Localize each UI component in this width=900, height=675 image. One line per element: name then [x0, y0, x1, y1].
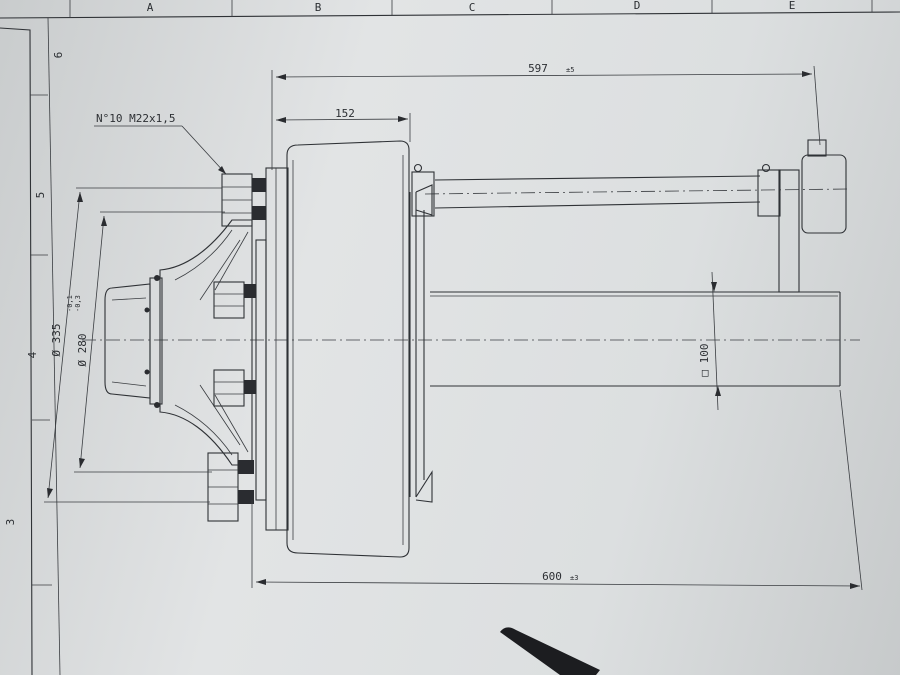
dimension-dia-280-tol-upper: -0,1 [66, 295, 74, 312]
bolt-callout-text: N°10 M22x1,5 [96, 112, 175, 125]
dimension-600-value: 600 [542, 570, 562, 583]
dimension-600-tolerance: ±3 [570, 574, 578, 582]
dimension-597-value: 597 [528, 62, 548, 75]
dimension-597 [271, 65, 821, 170]
hub-cap [104, 277, 163, 405]
dimension-dia-280-tol-lower: -0,3 [74, 295, 82, 312]
row-label-5: 5 [34, 192, 47, 199]
dimension-152-value: 152 [335, 107, 355, 120]
column-label-d: D [634, 0, 641, 12]
hub-flange [255, 167, 289, 531]
wheel-nut-group [144, 173, 266, 522]
column-label-a: A [147, 1, 154, 14]
axle-beam [430, 291, 841, 387]
dimension-152 [275, 113, 411, 142]
row-label-6: 6 [52, 52, 65, 59]
bolt-callout-leader [94, 125, 227, 175]
dimension-597-tolerance: ±5 [566, 66, 574, 74]
dimension-dia-335 [44, 187, 222, 503]
column-label-c: C [469, 1, 476, 14]
dimension-dia-280-value: Ø 280 [76, 333, 89, 366]
pen-tip [500, 627, 600, 675]
row-label-3: 3 [4, 519, 17, 526]
dimension-dia-335-value: Ø 335 [50, 323, 63, 356]
column-label-e: E [789, 0, 796, 12]
dimension-dia-280 [74, 211, 225, 473]
brake-drum [286, 140, 433, 558]
row-label-4: 4 [26, 351, 39, 358]
tie-rod [411, 139, 851, 293]
dimension-600 [251, 389, 863, 591]
column-label-b: B [315, 1, 322, 14]
hub-casting [159, 219, 253, 466]
dimension-square-100 [711, 271, 721, 411]
dimension-square-100-value: □ 100 [698, 343, 711, 376]
